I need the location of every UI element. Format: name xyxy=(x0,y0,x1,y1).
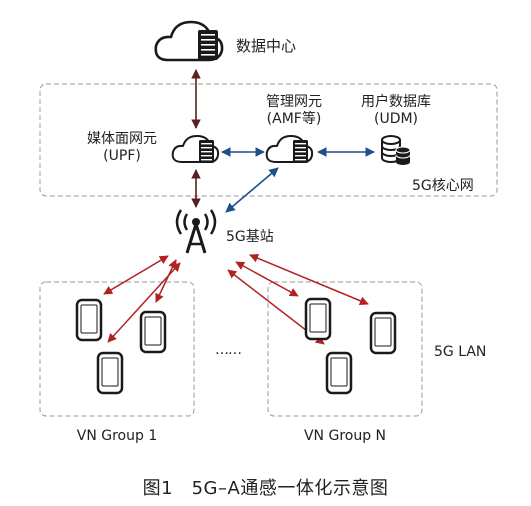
data-center-server-icon xyxy=(198,30,218,60)
lan-label: 5G LAN xyxy=(434,344,487,360)
link-amf-basestation xyxy=(225,167,279,213)
link-bs-phone-1 xyxy=(103,255,169,295)
phone-icon xyxy=(139,310,167,354)
udm-database-icon xyxy=(381,135,411,165)
link-bs-phone-4 xyxy=(235,261,299,297)
udm-label-line1: 用户数据库 xyxy=(361,94,431,110)
vn-group-n-box xyxy=(267,281,423,417)
amf-label-line2: (AMF等) xyxy=(266,111,322,127)
ellipsis-label: …… xyxy=(215,342,242,358)
vn-group-1-label: VN Group 1 xyxy=(76,428,158,444)
figure-caption: 图1 5G–A通感一体化示意图 xyxy=(142,478,389,499)
link-bs-phone-2 xyxy=(155,259,177,303)
amf-server-icon xyxy=(293,140,308,163)
phone-icon xyxy=(325,351,353,395)
phone-icon xyxy=(369,311,397,355)
link-bs-phone-3 xyxy=(107,262,181,343)
phone-icon xyxy=(75,298,103,342)
vn-group-n-label: VN Group N xyxy=(303,428,387,444)
vn-group-1-box xyxy=(39,281,195,417)
upf-label-line1: 媒体面网元 xyxy=(87,131,157,147)
phone-icon xyxy=(96,351,124,395)
base-station-label: 5G基站 xyxy=(226,229,274,245)
base-station-icon xyxy=(175,209,217,254)
amf-label-line1: 管理网元 xyxy=(266,94,322,110)
phone-icon xyxy=(304,297,332,341)
core-network-label: 5G核心网 xyxy=(412,178,474,194)
udm-label-line2: (UDM) xyxy=(373,111,419,127)
upf-label-line2: (UPF) xyxy=(103,148,141,164)
data-center-label: 数据中心 xyxy=(236,37,297,55)
upf-server-icon xyxy=(199,140,214,163)
